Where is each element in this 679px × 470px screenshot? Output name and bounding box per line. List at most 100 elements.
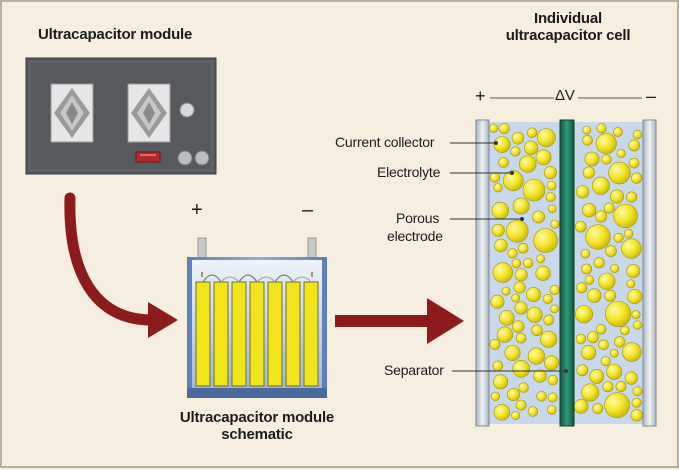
electrode-particle xyxy=(505,220,529,243)
electrode-particle xyxy=(596,123,607,134)
electrode-particle xyxy=(543,166,557,180)
electrode-particle xyxy=(547,374,558,386)
electrode-particle xyxy=(536,391,547,402)
electrode-particle xyxy=(575,185,590,199)
cell-plus-label: + xyxy=(475,86,486,106)
electrode-particle xyxy=(533,369,547,383)
module-terminal-right-icon xyxy=(127,83,171,143)
electrode-particle xyxy=(630,172,643,184)
module-title: Ultracapacitor module xyxy=(38,26,193,43)
electrode-particle xyxy=(593,257,605,269)
electrode-particle xyxy=(620,325,630,336)
electrode-particle xyxy=(614,336,626,348)
electrode-particle xyxy=(517,242,529,254)
electrode-particle xyxy=(501,286,511,296)
electrode-particle xyxy=(496,326,514,343)
electrode-particle xyxy=(582,166,596,179)
electrode-particle xyxy=(491,223,505,237)
electrode-particle xyxy=(598,272,616,290)
electrode-particle xyxy=(507,248,518,259)
electrode-particle xyxy=(522,178,546,202)
ultracapacitor-cell-graphic xyxy=(475,97,657,427)
electrode-particle xyxy=(592,403,604,414)
electrode-particle xyxy=(546,180,557,191)
electrode-particle xyxy=(532,210,545,224)
electrode-particle xyxy=(580,248,591,259)
electrode-particle xyxy=(492,360,504,372)
electrode-particle xyxy=(542,293,553,304)
electrode-particle xyxy=(493,136,511,154)
electrode-particle xyxy=(631,310,641,320)
electrode-particle xyxy=(604,300,632,327)
electrode-particle xyxy=(511,410,521,420)
electrode-particle xyxy=(627,289,643,305)
electrode-particle xyxy=(622,342,642,362)
electrode-particle xyxy=(613,232,624,243)
electrode-particle xyxy=(587,331,599,344)
electrode-particle xyxy=(527,406,539,417)
electrode-particle xyxy=(526,127,538,138)
electrode-particle xyxy=(606,363,623,380)
electrode-particle xyxy=(511,293,521,303)
electrode-particle xyxy=(511,131,525,145)
electrode-particle xyxy=(491,201,509,220)
electrode-particle xyxy=(601,154,612,165)
electrode-particle xyxy=(519,155,537,173)
electrode-particle xyxy=(589,369,605,384)
electrode-particle xyxy=(549,284,560,296)
electrode-particle xyxy=(492,262,513,283)
delta-v-label: ΔV xyxy=(555,87,575,104)
electrode-particle xyxy=(489,338,501,350)
electrode-particle xyxy=(574,220,587,233)
electrode-particle xyxy=(581,383,600,402)
electrode-particle xyxy=(515,332,527,344)
electrode-particle xyxy=(518,382,529,393)
electrode-particle xyxy=(576,282,588,294)
electrode-particle xyxy=(626,264,641,279)
electrode-particle xyxy=(540,330,558,348)
electrode-particle xyxy=(610,263,620,273)
electrode-particle xyxy=(490,391,501,402)
electrode-particle xyxy=(544,355,559,371)
electrode-particle xyxy=(615,381,627,392)
electrode-particle xyxy=(515,399,527,411)
electrode-particle xyxy=(632,320,643,330)
electrode-particle xyxy=(609,189,624,204)
electrode-particle xyxy=(624,371,638,385)
electrode-particle xyxy=(575,333,587,345)
electrode-particle xyxy=(498,157,509,168)
electrode-particle xyxy=(632,386,643,397)
electrode-particle xyxy=(584,275,595,285)
electrode-particle xyxy=(494,238,508,253)
electrode-particle xyxy=(625,191,638,203)
electrode-particle xyxy=(574,305,593,324)
electrode-particle xyxy=(506,387,520,401)
electrode-particle xyxy=(514,301,528,315)
electrode-particle xyxy=(573,399,589,414)
electrode-particle xyxy=(576,364,589,377)
electrode-particle xyxy=(628,157,640,169)
electrode-particle xyxy=(512,197,530,215)
electrode-particle xyxy=(631,397,642,408)
electrode-particle xyxy=(522,258,534,269)
electrode-particle xyxy=(600,356,611,367)
electrode-particle xyxy=(595,133,617,155)
electrode-particle xyxy=(533,228,558,253)
electrode-particle xyxy=(550,219,560,229)
electrode-particle xyxy=(581,345,597,361)
electrode-particle xyxy=(513,281,526,294)
electrode-particle xyxy=(490,294,505,309)
cell-title-line1: Individual xyxy=(533,10,602,27)
electrode-particle xyxy=(512,359,531,378)
electrode-particle xyxy=(523,140,539,155)
electrode-particle xyxy=(587,288,602,303)
electrolyte-label: Electrolyte xyxy=(377,164,441,180)
porous-label-line1: Porous xyxy=(396,210,440,226)
electrode-particle xyxy=(546,404,557,415)
electrode-particle xyxy=(603,202,615,214)
electrode-particle xyxy=(604,392,630,419)
schematic-title-line1: Ultracapacitor module xyxy=(179,409,335,426)
electrode-particle xyxy=(628,139,641,152)
